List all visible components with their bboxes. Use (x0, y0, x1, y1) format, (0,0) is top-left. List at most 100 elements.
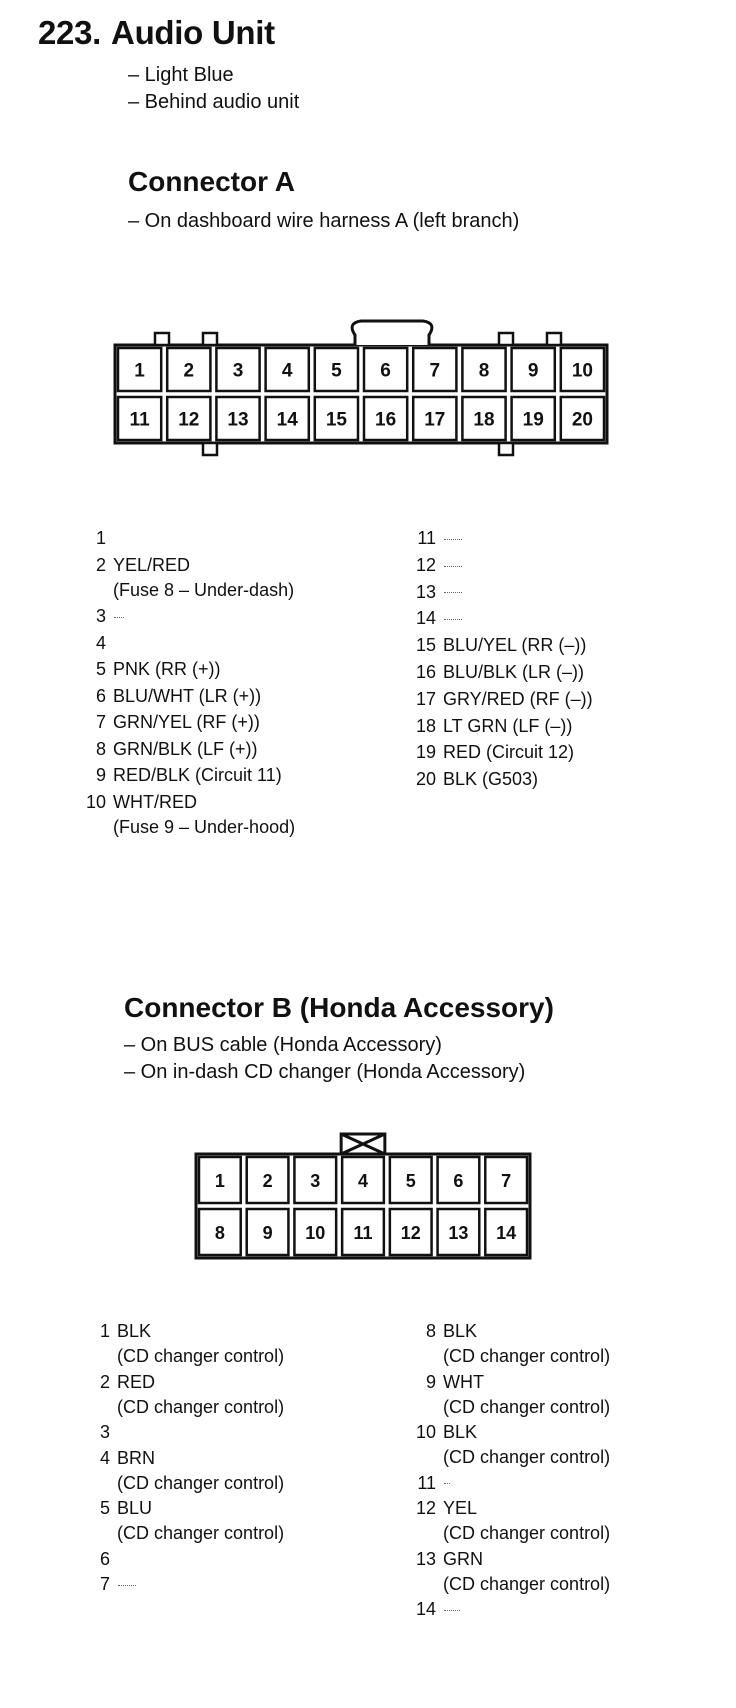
pin-row: 14 (412, 608, 462, 629)
connector-b-cell (245, 1207, 290, 1257)
pin-row: 1 (84, 528, 106, 549)
connector-a-cell-label: 15 (326, 410, 348, 431)
connector-a-cell (264, 395, 311, 442)
connector-b-cell (197, 1155, 242, 1205)
pin-wire: RED (117, 1371, 156, 1392)
connector-a-cell (215, 346, 261, 393)
pin-detail: (CD changer control) (117, 1472, 285, 1493)
pin-number: 13 (415, 581, 436, 602)
connector-a-cell (461, 395, 507, 442)
pin-wire: BLU/YEL (RR (–)) (443, 635, 587, 656)
pin-wire: RED (Circuit 12) (443, 742, 575, 763)
connector-b-cell (484, 1207, 529, 1257)
connector-a-cell-label: 8 (479, 361, 490, 382)
connector-b-cell (293, 1155, 338, 1205)
pin-wire: YEL (443, 1498, 478, 1518)
connector-a-cell-label: 3 (233, 361, 244, 382)
connector-a-cell-label: 9 (528, 361, 539, 382)
connector-a-cell-label: 10 (572, 361, 593, 382)
pin-wire: GRN/BLK (LF (+)) (113, 738, 258, 759)
pin-row: 20 BLK (G503) (412, 769, 538, 790)
pin-number: 3 (99, 1422, 110, 1442)
connector-b-cell (388, 1155, 433, 1205)
pin-number: 1 (99, 1321, 110, 1341)
pin-wire: BLK (443, 1321, 478, 1341)
pin-number: 15 (415, 635, 436, 656)
pin-number: 11 (417, 1472, 436, 1493)
pin-unused-mark (444, 1609, 460, 1611)
pin-number: 12 (415, 554, 436, 575)
connector-a-guide-tab (201, 441, 219, 457)
pin-number: 20 (415, 769, 436, 790)
connector-a-cell-label: 11 (130, 410, 151, 431)
connector-a-cell-label: 20 (572, 410, 593, 431)
connector-b-cell-label: 10 (305, 1223, 325, 1243)
pin-row: 12 (412, 555, 462, 576)
header-note: – Behind audio unit (128, 91, 300, 113)
connector-a-cell-label: 2 (184, 361, 195, 382)
connector-a-cell-label: 13 (227, 410, 248, 431)
connector-a-cell (362, 346, 409, 393)
pin-wire: BLU/WHT (LR (+)) (113, 685, 262, 706)
page-title: 223.Audio Unit (38, 14, 275, 52)
connector-a-cell-label: 5 (331, 361, 342, 382)
connector-a-cell-label: 17 (424, 410, 445, 431)
pin-number: 6 (95, 685, 106, 706)
pin-wire: BLK (G503) (443, 769, 539, 790)
connector-a-guide-tab (497, 331, 515, 347)
header-notes: – Light Blue – Behind audio unit (128, 62, 299, 116)
connector-a-cell-label: 19 (523, 410, 544, 431)
connector-b-body (194, 1152, 532, 1260)
connector-a-cell-label: 14 (277, 410, 299, 431)
pin-number: 8 (95, 738, 106, 759)
pin-number: 10 (415, 1422, 436, 1442)
connector-a-cell-label: 7 (430, 361, 441, 382)
connector-a-guide-tab (153, 331, 171, 347)
connector-a-cell (165, 395, 212, 442)
connector-a-cell-label: 18 (473, 410, 494, 431)
connector-a-cell-label: 6 (380, 361, 391, 382)
connector-a-cell (165, 346, 212, 393)
pin-number: 2 (95, 554, 106, 575)
connector-b-cell-label: 2 (263, 1171, 273, 1191)
pin-number: 17 (415, 688, 436, 709)
connector-a-cell (116, 395, 163, 442)
connector-b-notes: – On BUS cable (Honda Accessory) – On in… (124, 1032, 525, 1086)
connector-b-cell (340, 1207, 386, 1257)
pin-number: 5 (99, 1498, 110, 1518)
header-note: – Light Blue (128, 64, 234, 86)
pin-row: 15 BLU/YEL (RR (–)) (412, 635, 586, 656)
pin-detail: (CD changer control) (443, 1573, 611, 1594)
pin-number: 8 (425, 1321, 436, 1341)
connector-a-cell-label: 12 (178, 410, 199, 431)
connector-a-latch (350, 319, 434, 345)
connector-b-cell-label: 7 (501, 1171, 511, 1191)
connector-a-cell (461, 346, 507, 393)
pin-number: 11 (417, 528, 436, 548)
connector-b-cell-label: 1 (215, 1171, 225, 1191)
connector-a-cell (313, 346, 360, 393)
pin-number: 9 (95, 765, 106, 785)
pin-row: 3 (92, 1422, 110, 1443)
pin-wire: BLK (443, 1422, 478, 1442)
pin-unused-mark (444, 619, 462, 621)
pin-number: 7 (95, 712, 106, 732)
connector-a-cell (411, 346, 458, 393)
connector-a-cell (264, 346, 311, 393)
pin-wire: WHT/RED (113, 791, 197, 812)
pin-wire: BLK (117, 1321, 152, 1341)
connector-b-cell-label: 12 (401, 1223, 421, 1243)
connector-b-cell (340, 1155, 386, 1205)
connector-a-notes: – On dashboard wire harness A (left bran… (128, 208, 519, 235)
connector-b-cell (293, 1207, 338, 1257)
pin-wire: BLU/BLK (LR (–)) (443, 662, 585, 682)
pin-detail: (CD changer control) (443, 1396, 611, 1417)
